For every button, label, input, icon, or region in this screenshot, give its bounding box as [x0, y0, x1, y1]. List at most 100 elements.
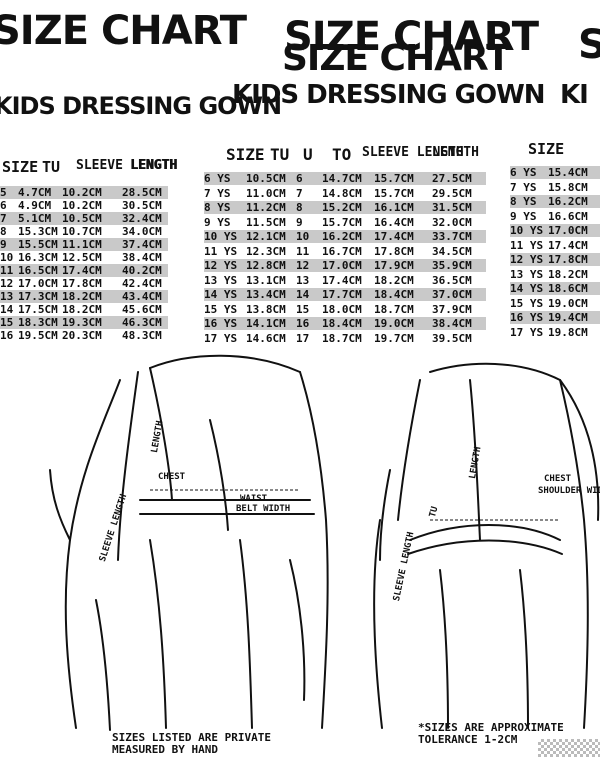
left-table-cell: 18.2CM [62, 303, 102, 316]
center-header-tu: TU [270, 145, 290, 164]
left-table-cell: 10.2CM [62, 186, 102, 199]
left-table-cell: 48.3CM [122, 329, 162, 342]
right-table-cell: 17.8CM [548, 253, 588, 266]
center-table-cell: 6 [296, 172, 303, 185]
center-table-cell: 8 YS [204, 201, 231, 214]
center-table-cell: 15.7CM [374, 186, 414, 200]
right-table-cell: 18.6CM [548, 282, 588, 295]
center-table-cell: 18.4CM [322, 317, 362, 330]
center-table-cell: 15 YS [204, 302, 238, 316]
left-chest-label: CHEST [158, 472, 186, 482]
center-table-cell: 37.0CM [432, 288, 472, 301]
center-table-cell: 15.7CM [322, 215, 362, 229]
center-table-cell: 17.0CM [322, 259, 362, 272]
left-footnote-line-1: SIZES LISTED ARE PRIVATE [112, 731, 271, 744]
center-table-cell: 27.5CM [432, 172, 472, 185]
center-title: SIZE CHART [284, 14, 539, 60]
center-table-cell: 17.7CM [322, 288, 362, 301]
right-footnote-line-1: *SIZES ARE APPROXIMATE [418, 721, 564, 734]
left-table-cell: 12.5CM [62, 251, 102, 264]
center-table-row: 12 YS 12.8CM 12 17.0CM 17.9CM 35.9CM [204, 259, 486, 272]
left-table-cell: 4.9CM [18, 199, 52, 212]
right-table-cell: 15.8CM [548, 180, 588, 194]
center-table-cell: 18.7CM [374, 302, 414, 316]
left-table-cell: 38.4CM [122, 251, 162, 264]
left-table-cell: 10.7CM [62, 225, 102, 238]
center-table-cell: 11.2CM [246, 201, 286, 214]
center-table-cell: 12.1CM [246, 230, 286, 243]
center-table-cell: 15.7CM [374, 172, 414, 185]
center-table-cell: 31.5CM [432, 201, 472, 214]
center-header-size: SIZE [226, 145, 265, 164]
left-table-cell: 16.3CM [18, 251, 58, 264]
center-table-cell: 6 YS [204, 172, 231, 185]
center-table-cell: 29.5CM [432, 186, 472, 200]
center-table-cell: 13.4CM [246, 288, 286, 301]
center-table-cell: 18.2CM [374, 273, 414, 287]
center-table-cell: 17 YS [204, 331, 238, 345]
center-table-cell: 35.9CM [432, 259, 472, 272]
center-header-u: U [303, 145, 313, 164]
left-table-cell: 37.4CM [122, 238, 162, 251]
center-table-cell: 17.4CM [322, 273, 362, 287]
center-table-cell: 13 [296, 273, 310, 287]
left-footnote: SIZES LISTED ARE PRIVATE MEASURED BY HAN… [112, 732, 271, 756]
left-table-cell: 28.5CM [122, 186, 162, 199]
left-table-cell: 6 [0, 199, 7, 212]
left-title: SIZE CHART [0, 8, 247, 54]
center-table-cell: 37.9CM [432, 302, 472, 316]
transparency-checker [538, 739, 600, 757]
center-table-cell: 16 YS [204, 317, 238, 330]
left-table-cell: 15.5CM [18, 238, 58, 251]
center-table-cell: 39.5CM [432, 331, 472, 345]
left-table-cell: 15.3CM [18, 225, 58, 238]
center-table-cell: 13.1CM [246, 273, 286, 287]
left-table-cell: 19.5CM [18, 329, 58, 342]
center-table-cell: 14.6CM [246, 331, 286, 345]
center-table-cell: 19.7CM [374, 331, 414, 345]
center-table-cell: 12 YS [204, 259, 238, 272]
center-table-cell: 16 [296, 317, 310, 330]
center-table-cell: 11.5CM [246, 215, 286, 229]
center-table-cell: 12.8CM [246, 259, 286, 272]
right-chest-label: CHEST [544, 474, 572, 484]
center-table-cell: 10 [296, 230, 310, 243]
center-table-cell: 18.4CM [374, 288, 414, 301]
center-table-cell: 34.5CM [432, 244, 472, 258]
center-table-cell: 9 [296, 215, 303, 229]
left-subtitle: KIDS DRESSING GOWN [0, 92, 282, 120]
center-table-cell: 17.4CM [374, 230, 414, 243]
center-title-echo: SIZE CHART [282, 38, 511, 79]
left-table-cell: 18.3CM [18, 316, 58, 329]
center-table-cell: 12 [296, 259, 310, 272]
left-table-cell: 11 [0, 264, 14, 277]
center-table-cell: 7 YS [204, 186, 231, 200]
left-table-cell: 16.5CM [18, 264, 58, 277]
center-table-cell: 15.2CM [322, 201, 362, 214]
right-table-cell: 17.4CM [548, 238, 588, 252]
left-table-cell: 34.0CM [122, 225, 162, 238]
center-table-cell: 17.9CM [374, 259, 414, 272]
right-table-cell: 19.4CM [548, 311, 588, 324]
left-waist-note: BELT WIDTH [236, 504, 291, 514]
left-header-length: LENGTH [130, 158, 177, 173]
left-table-cell: 43.4CM [122, 290, 162, 303]
center-table-cell: 18.7CM [322, 331, 362, 345]
center-table-cell: 13 YS [204, 273, 238, 287]
center-table-cell: 7 [296, 186, 303, 200]
center-table-cell: 16.2CM [322, 230, 362, 243]
left-header-sleeve: SLEEVE LENGTH [76, 158, 178, 173]
left-table-cell: 32.4CM [122, 212, 162, 225]
